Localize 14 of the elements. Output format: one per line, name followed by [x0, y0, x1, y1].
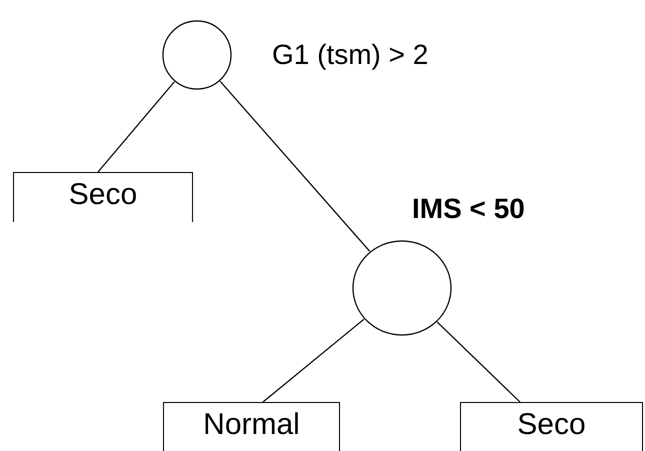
- leaf-box: [460, 402, 643, 451]
- condition-label: G1 (tsm) > 2: [272, 38, 428, 72]
- leaf-label: Seco: [517, 407, 586, 443]
- connector-line: [98, 81, 175, 172]
- leaf-box: [13, 172, 193, 222]
- leaf-label: Normal: [203, 407, 300, 443]
- decision-circle: [352, 240, 452, 336]
- connector-line: [220, 80, 370, 252]
- connector-line: [262, 318, 364, 402]
- connector-line: [436, 322, 520, 402]
- decision-circle: [162, 20, 232, 90]
- condition-label: IMS < 50: [412, 192, 525, 226]
- leaf-box: [163, 402, 340, 451]
- leaf-label: Seco: [68, 177, 138, 213]
